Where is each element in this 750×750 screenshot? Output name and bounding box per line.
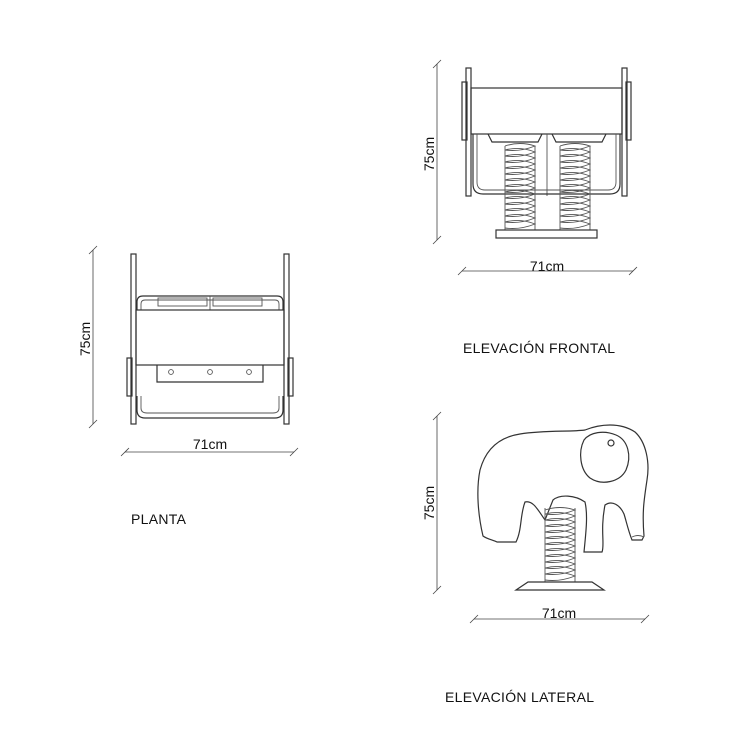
- side-drawing: [477, 424, 649, 591]
- plan-width-dimension: 71cm: [120, 436, 299, 457]
- front-height-label: 75cm: [421, 137, 437, 171]
- front-elevation-view: 75cm 71cm ELEVACIÓN FRONTAL: [421, 59, 638, 356]
- bolt-hole-icon: [168, 369, 174, 375]
- elephant-ear: [580, 431, 630, 483]
- front-height-dimension: 75cm: [421, 59, 442, 245]
- side-spring: [544, 507, 577, 581]
- front-width-dimension: 71cm: [457, 258, 638, 276]
- bolt-hole-icon: [246, 369, 252, 375]
- plan-view: 75cm 71cm PLANTA: [77, 245, 299, 527]
- spring-right: [559, 143, 592, 229]
- front-drawing: [461, 67, 632, 239]
- spring-left: [504, 143, 537, 229]
- side-height-dimension: 75cm: [421, 411, 442, 595]
- side-width-dimension: 71cm: [469, 605, 650, 624]
- plan-height-label: 75cm: [77, 322, 93, 356]
- plan-drawing: [126, 253, 294, 425]
- plan-width-label: 71cm: [193, 436, 227, 452]
- side-height-label: 75cm: [421, 486, 437, 520]
- side-width-label: 71cm: [542, 605, 576, 621]
- front-width-label: 71cm: [530, 258, 564, 274]
- plan-title: PLANTA: [131, 511, 187, 527]
- elephant-silhouette: [477, 424, 649, 553]
- front-title: ELEVACIÓN FRONTAL: [463, 340, 615, 356]
- elephant-eye-icon: [607, 439, 615, 447]
- side-elevation-view: 75cm 71cm ELEVACIÓN LATERAL: [421, 411, 650, 705]
- plan-height-dimension: 75cm: [77, 245, 98, 429]
- bolt-hole-icon: [207, 369, 213, 375]
- side-title: ELEVACIÓN LATERAL: [445, 689, 594, 705]
